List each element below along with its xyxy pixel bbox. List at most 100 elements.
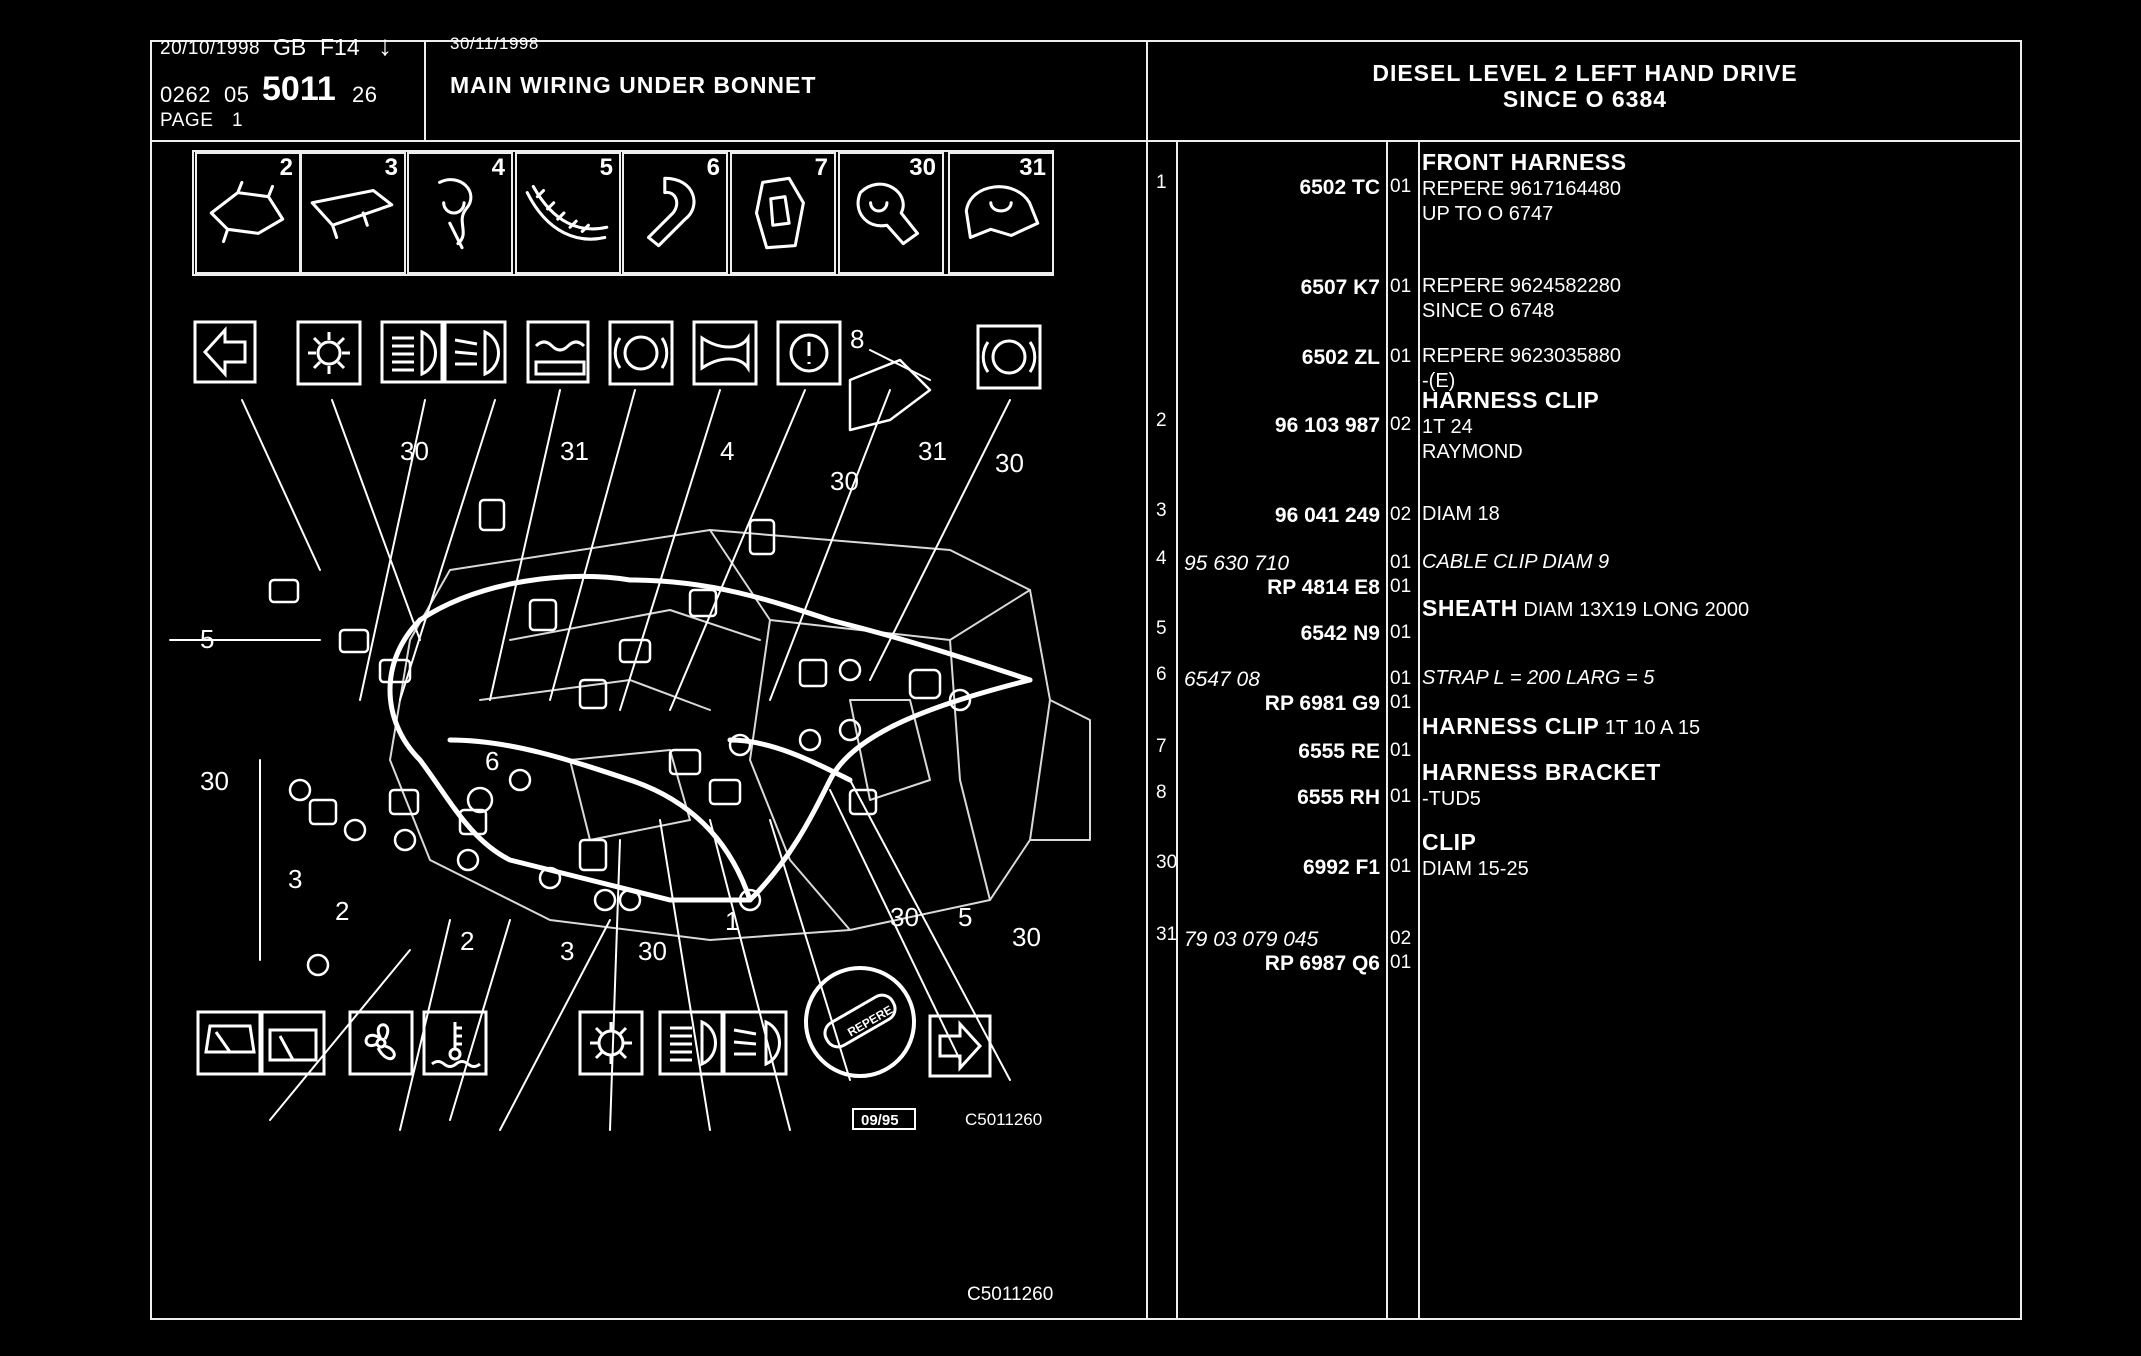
callout-top-7: 8: [850, 324, 864, 354]
diagram-footer: 09/95 C5011260 C5011260: [852, 1108, 1053, 1305]
part-quantity: 01: [1390, 692, 1412, 713]
header-code: F14: [320, 34, 360, 60]
fog-light-icon: [443, 320, 507, 384]
part-name: HARNESS CLIP: [1422, 387, 1600, 413]
harness-clips: [288, 658, 972, 977]
callout-bottom-6: 1: [725, 906, 739, 936]
part-tile-number: 5: [599, 154, 613, 181]
part-tile-number: 31: [1019, 154, 1046, 181]
part-detail: CABLE CLIP DIAM 9: [1422, 551, 1610, 573]
callout-bottom-2: 2: [335, 896, 349, 926]
part-detail: 1T 10 A 15: [1599, 717, 1701, 739]
part-tile-5: 5: [515, 152, 621, 274]
part-reference: 6507 K7: [1300, 276, 1380, 299]
part-quantity: 01: [1390, 952, 1412, 973]
header-divider-right: [1146, 140, 2022, 142]
part-tile-number: 30: [909, 154, 936, 181]
part-name: FRONT HARNESS: [1422, 149, 1627, 175]
part-reference: 6555 RH: [1297, 786, 1380, 809]
part-index: 7: [1156, 736, 1167, 757]
part-tile-number: 6: [706, 154, 720, 181]
part-detail: -(E): [1422, 370, 1456, 392]
connectors: [268, 358, 942, 912]
table-col-index-divider: [1176, 140, 1178, 1320]
part-quantity: 01: [1390, 740, 1412, 761]
part-description: STRAP L = 200 LARG = 5: [1422, 666, 1654, 691]
part-tile-number: 4: [491, 154, 505, 181]
header-num-prefix: 0262: [160, 82, 211, 107]
part-quantity: 01: [1390, 668, 1412, 689]
part-tile-icon: [525, 184, 609, 241]
callout-side-1: 5: [200, 624, 214, 654]
part-index: 3: [1156, 500, 1167, 521]
top-icon-row: [193, 320, 1042, 390]
part-name: HARNESS CLIP: [1422, 713, 1600, 739]
part-tile-number: 3: [384, 154, 398, 181]
part-reference: 6547 08: [1184, 668, 1260, 691]
part-quantity: 02: [1390, 504, 1412, 525]
footer-ref-bottom: C5011260: [967, 1284, 1053, 1305]
part-description: DIAM 18: [1422, 502, 1500, 527]
side-light-icon: [578, 1010, 644, 1076]
part-name: CLIP: [1422, 829, 1477, 855]
interior-light-icon: [296, 320, 362, 386]
part-index: 6: [1156, 664, 1167, 685]
part-reference: RP 4814 E8: [1267, 576, 1380, 599]
part-tile-number: 7: [814, 154, 828, 181]
part-quantity: 01: [1390, 346, 1412, 367]
callout-bottom-5: 30: [638, 936, 667, 966]
header-num-main: 5011: [262, 70, 336, 108]
header-page-label: PAGE: [160, 110, 214, 131]
part-quantity: 02: [1390, 414, 1412, 435]
part-index: 5: [1156, 618, 1167, 639]
part-quantity: 02: [1390, 928, 1412, 949]
callout-top-1: 30: [400, 436, 429, 466]
part-quantity: 01: [1390, 576, 1412, 597]
part-reference: 96 103 987: [1274, 414, 1380, 437]
part-quantity: 01: [1390, 622, 1412, 643]
part-reference: 6502 ZL: [1301, 346, 1380, 369]
rear-wiper-icon: [260, 1010, 326, 1076]
part-tile-icon: [438, 178, 473, 250]
part-quantity: 01: [1390, 276, 1412, 297]
table-col-qty-divider: [1418, 140, 1420, 1320]
arrow-right-icon: [928, 1014, 992, 1078]
part-tile-icon: [754, 176, 805, 250]
part-detail: DIAM 18: [1422, 503, 1500, 525]
part-detail: STRAP L = 200 LARG = 5: [1422, 667, 1655, 689]
brake-warning-icon: [608, 320, 674, 386]
callout-side-3: 6: [485, 746, 499, 776]
callout-top-2: 31: [560, 436, 589, 466]
part-description: REPERE 9623035880-(E): [1422, 344, 1621, 394]
part-index: 1: [1156, 172, 1167, 193]
part-description: HARNESS CLIP 1T 10 A 15: [1422, 714, 1700, 741]
center-divider: [1146, 40, 1148, 1320]
callout-top-3: 4: [720, 436, 734, 466]
part-index: 2: [1156, 410, 1167, 431]
part-quantity: 01: [1390, 856, 1412, 877]
callout-side-2: 30: [200, 766, 229, 796]
callout-top-5: 31: [918, 436, 947, 466]
header-num-suffix: 26: [352, 82, 378, 107]
bottom-icon-row: [196, 966, 992, 1078]
part-reference: 95 630 710: [1184, 552, 1290, 575]
part-index: 31: [1156, 924, 1178, 945]
headlight-icon-bottom: [658, 1010, 724, 1076]
handbrake-icon: [776, 320, 842, 386]
part-quantity: 01: [1390, 552, 1412, 573]
fan-icon: [348, 1010, 414, 1076]
callout-bottom-8: 5: [958, 902, 972, 932]
right-title-line2: SINCE O 6384: [1502, 86, 1668, 112]
part-description: CABLE CLIP DIAM 9: [1422, 550, 1609, 575]
callout-bottom-4: 3: [560, 936, 574, 966]
fog-light-icon-bottom: [722, 1010, 788, 1076]
washer-level-icon: [526, 320, 590, 384]
header-divider-left: [150, 140, 1150, 142]
part-quantity: 01: [1390, 176, 1412, 197]
part-tile-icon: [856, 182, 920, 246]
part-detail: RAYMOND: [1422, 441, 1523, 463]
headlight-icon: [380, 320, 444, 384]
harness-loop: [387, 573, 1033, 903]
